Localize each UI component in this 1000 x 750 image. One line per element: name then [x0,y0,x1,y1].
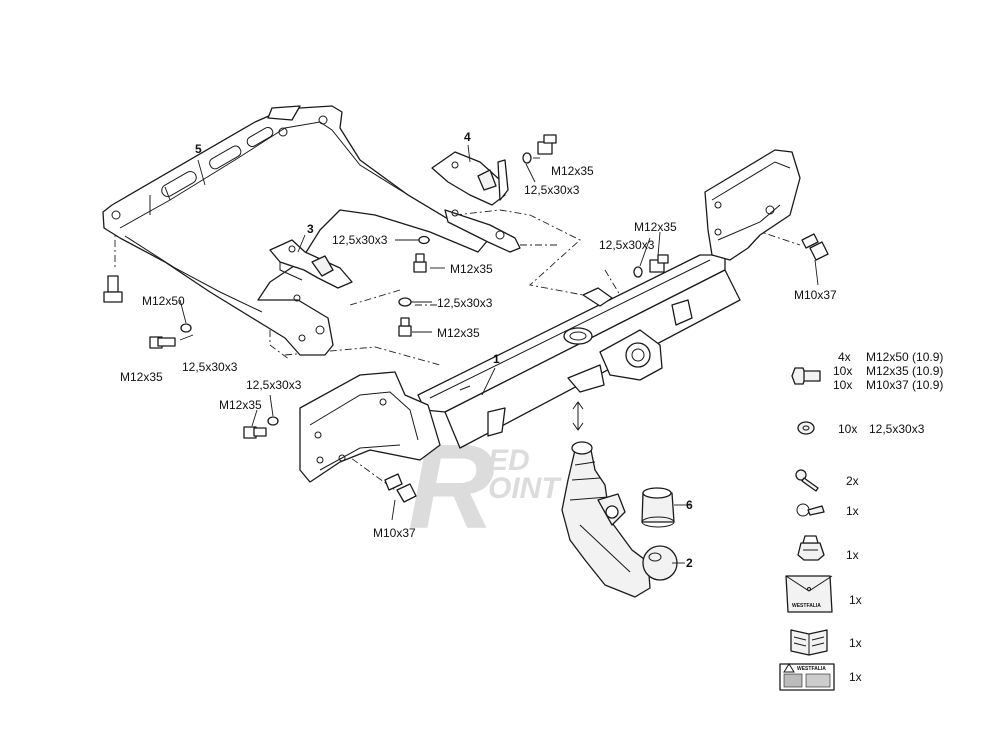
part-label-2: 2 [686,556,693,570]
washer-icon [267,416,279,426]
part-label-4: 4 [464,130,471,144]
bracket-part-3 [269,239,353,289]
bolt-icon [537,134,557,155]
legend-bolts: 4x M12x50 (10.9) 10x M12x35 (10.9) 10x M… [791,350,943,392]
watermark-bottom: OINT [488,472,562,505]
pouch-brand: WESTFALIA [792,603,821,609]
callout-m12x35-front: M12x35 [219,398,262,412]
part-label-1: 1 [493,352,500,366]
part-label-3: 3 [307,222,314,236]
warning-sticker-icon: WESTFALIA [779,663,835,691]
ball-neck-part-2 [561,441,678,598]
legend-bolt-spec-1: M12x50 (10.9) [866,350,943,364]
callout-washer-left: 12,5x30x3 [182,360,238,374]
legend-pouch-qty: 1x [849,593,862,607]
bracket-part-4 [431,151,521,253]
callout-m12x35-left: M12x35 [120,370,163,384]
bolt-icon [801,233,829,261]
legend-washer-qty: 10x [838,422,857,436]
callout-m12x50: M12x50 [142,294,185,308]
legend-pouch: WESTFALIA 1x [785,575,862,613]
washer-icon [398,297,412,307]
callout-m12x35-right: M12x35 [634,220,677,234]
insert-arrow-icon [572,401,584,431]
legend-warning-sticker: WESTFALIA 1x [779,663,862,691]
leader-lines [179,144,819,564]
callout-washer-front: 12,5x30x3 [246,378,302,392]
manual-book-icon [790,629,828,656]
legend-manual-qty: 1x [849,636,862,650]
ring-clip-icon [796,503,825,517]
callout-m12x35-p3: M12x35 [450,262,493,276]
part-label-5: 5 [195,142,202,156]
key-icon [795,469,819,492]
callout-m12x35-p3b: M12x35 [437,326,480,340]
callout-m12x35-p4: M12x35 [551,164,594,178]
legend-bolt-qty-3: 10x [833,378,852,392]
bolt-icon [791,367,821,385]
legend-bolt-qty-1: 4x [838,350,851,364]
bolt-icon [103,275,123,303]
callout-washer-right: 12,5x30x3 [599,238,655,252]
legend-ring-clip-qty: 1x [846,504,859,518]
sticker-brand: WESTFALIA [797,666,826,672]
legend-socket-cap: 1x [797,535,859,562]
watermark-top: ED [488,444,530,477]
bolt-icon [413,253,427,273]
legend-bolt-spec-3: M10x37 (10.9) [866,378,943,392]
legend-sticker-qty: 1x [849,670,862,684]
callout-washer-p4: 12,5x30x3 [524,183,580,197]
washer-icon [180,323,192,333]
fasteners [103,134,829,503]
bolt-icon [384,473,417,503]
bolt-icon [649,254,669,273]
legend-bolt-qty-2: 10x [833,364,852,378]
bolt-icon [149,336,176,349]
mounting-frame-part-5 [102,105,489,356]
legend-bolt-spec-2: M12x35 (10.9) [866,364,943,378]
legend-ring-clip: 1x [796,503,859,518]
legend-key: 2x [795,469,859,492]
legend-washer-spec: 12,5x30x3 [869,422,925,436]
washer-icon [633,266,643,278]
crossbar-part-1 [299,149,801,483]
ball-cap-part-6 [641,487,675,528]
washer-icon [522,152,532,164]
legend-manual: 1x [790,629,862,656]
legend-key-qty: 2x [846,474,859,488]
bolt-icon [398,317,412,337]
legend-washers: 10x 12,5x30x3 [797,421,925,436]
washer-icon [797,421,815,435]
washer-icon [418,235,430,245]
callout-washer-p3: 12,5x30x3 [332,233,388,247]
part-label-6: 6 [686,498,693,512]
callout-m10x37-right: M10x37 [794,288,837,302]
bolt-icon [243,426,267,439]
callout-washer-p3b: 12,5x30x3 [437,296,493,310]
callout-m10x37-front: M10x37 [373,526,416,540]
pouch-icon: WESTFALIA [785,575,833,613]
legend-socket-cap-qty: 1x [846,548,859,562]
socket-cap-icon [797,535,825,561]
